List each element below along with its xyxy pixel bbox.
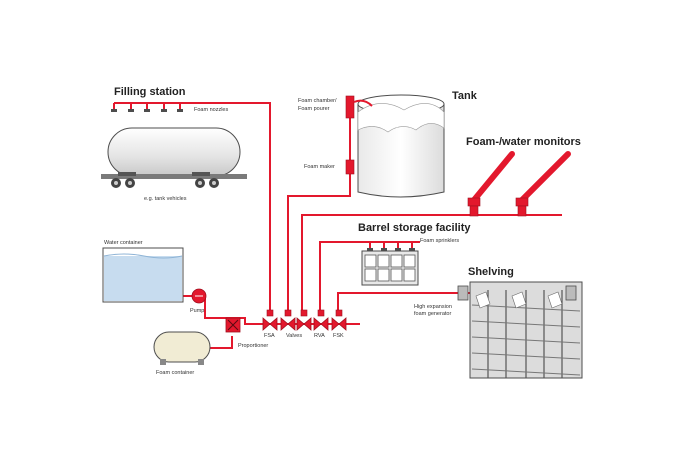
foam-nozzles [111, 109, 183, 112]
label-tank: Tank [452, 90, 477, 102]
label-foam-sprinklers: Foam sprinklers [420, 238, 460, 244]
label-valve-fsa: FSA [264, 333, 275, 339]
pump-icon [191, 288, 207, 304]
label-foam-maker: Foam maker [304, 164, 335, 170]
pipe-foam-supply [207, 336, 233, 349]
label-valve-valves: Valves [286, 333, 303, 339]
shelving-illustration [457, 281, 583, 379]
label-foam-container: Foam container [156, 370, 195, 376]
water-container-illustration [102, 247, 184, 303]
pipe-sprinkler-drops [369, 242, 413, 249]
storage-tank-illustration [357, 94, 445, 198]
pipe-barrel [319, 241, 420, 312]
pipe-filling-station [114, 102, 271, 312]
proportioner-icon [225, 317, 241, 333]
valve-rva [313, 309, 329, 331]
label-tank-vehicles: e.g. tank vehicles [144, 196, 187, 202]
tank-vehicle-illustration [101, 127, 247, 188]
pipe-shelving [337, 292, 470, 312]
pipe-nozzle-drops [113, 103, 181, 110]
label-foam-pourer: Foam pourer [298, 106, 330, 112]
foam-maker-icon [345, 159, 355, 175]
label-proportioner: Proportioner [238, 343, 269, 349]
label-high-expansion-2: foam generator [414, 311, 452, 317]
valve-fsk [331, 309, 347, 331]
label-barrel-storage: Barrel storage facility [358, 222, 471, 234]
label-valve-fsk: FSK [333, 333, 344, 339]
label-pump: Pump [190, 308, 205, 314]
foam-water-monitor-1 [467, 151, 515, 217]
barrel-storage-illustration [361, 248, 419, 286]
pipe-tank [287, 100, 351, 312]
valve-valves [280, 309, 296, 331]
foam-chamber-icon [345, 95, 373, 119]
label-foam-chamber: Foam chamber/ [298, 98, 337, 104]
label-water-container: Water container [104, 240, 143, 246]
label-high-expansion-1: High expansion [414, 304, 452, 310]
label-foam-nozzles: Foam nozzles [194, 107, 229, 113]
label-foam-water-monitors: Foam-/water monitors [466, 136, 581, 148]
valve-fsa [262, 309, 278, 331]
label-filling-station: Filling station [114, 86, 186, 98]
label-shelving: Shelving [468, 266, 514, 278]
foam-container-illustration [153, 331, 211, 365]
valve-valves-2 [296, 309, 312, 331]
label-valve-rva: RVA [314, 333, 325, 339]
foam-water-monitor-2 [515, 151, 571, 217]
